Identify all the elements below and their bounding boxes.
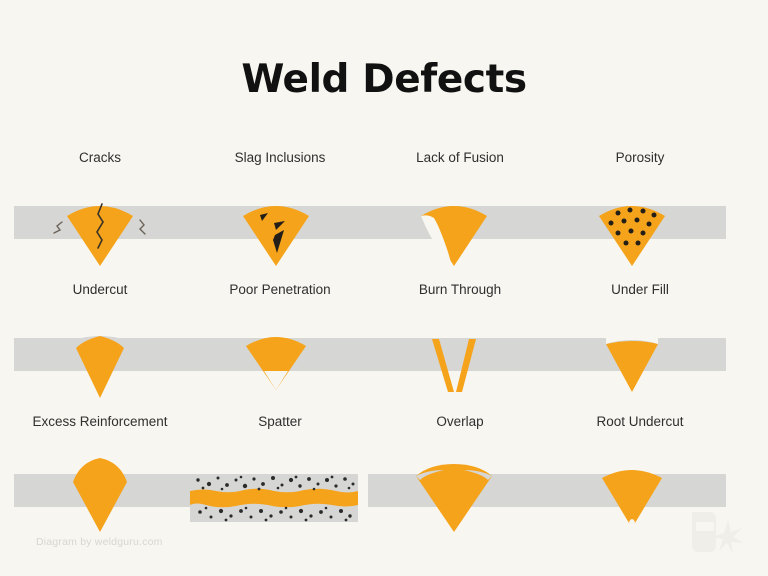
fusion-gap bbox=[421, 215, 452, 266]
defect-cell-burn-through: Burn Through bbox=[368, 280, 550, 412]
defect-illustration-cracks bbox=[10, 180, 194, 275]
porosity-voids bbox=[608, 207, 657, 246]
undercut-notch-right bbox=[100, 336, 128, 348]
defect-illustration-excess-reinforcement bbox=[10, 444, 194, 539]
defects-row: Excess Reinforcement Spatter bbox=[0, 412, 768, 544]
defect-illustration-lack-of-fusion bbox=[368, 180, 550, 275]
defects-grid: Cracks Slag Inclusions bbox=[0, 148, 768, 544]
weld-bead bbox=[421, 206, 487, 266]
defect-illustration-porosity bbox=[546, 180, 730, 275]
spatter-specks bbox=[196, 475, 355, 522]
defect-illustration-overlap bbox=[368, 444, 550, 539]
defect-cell-undercut: Undercut bbox=[10, 280, 194, 412]
defects-row: Undercut Poor Penetration bbox=[0, 280, 768, 412]
weld-bead-excess-crown bbox=[73, 458, 127, 532]
defect-cell-lack-of-fusion: Lack of Fusion bbox=[368, 148, 550, 280]
burn-edge-right bbox=[456, 339, 476, 392]
defect-label: Lack of Fusion bbox=[416, 150, 504, 165]
underfill-depression bbox=[606, 338, 658, 344]
defect-cell-spatter: Spatter bbox=[190, 412, 370, 544]
weld-bead bbox=[602, 470, 662, 528]
defect-illustration-under-fill bbox=[546, 312, 730, 407]
defect-cell-cracks: Cracks bbox=[10, 148, 194, 280]
defect-illustration-undercut bbox=[10, 312, 194, 407]
defect-cell-root-undercut: Root Undercut bbox=[546, 412, 730, 544]
slag-shard-2 bbox=[274, 221, 285, 230]
defect-label: Undercut bbox=[72, 282, 128, 297]
defect-label: Slag Inclusions bbox=[234, 150, 326, 165]
defect-illustration-poor-penetration bbox=[190, 312, 370, 407]
weld-bead bbox=[606, 341, 658, 392]
defect-label: Root Undercut bbox=[596, 414, 684, 429]
burn-edge-left bbox=[432, 339, 454, 392]
spark-starburst bbox=[712, 520, 744, 554]
defect-label: Under Fill bbox=[611, 282, 669, 297]
unpenetrated-root-gap bbox=[264, 371, 288, 390]
helmet-shape bbox=[692, 512, 716, 552]
defect-label: Spatter bbox=[258, 414, 302, 429]
page-title: Weld Defects bbox=[241, 57, 527, 102]
defect-label: Poor Penetration bbox=[229, 282, 331, 297]
crack-line-center bbox=[96, 203, 104, 249]
defect-illustration-spatter bbox=[190, 444, 370, 539]
defect-label: Burn Through bbox=[418, 282, 502, 297]
weld-bead-band bbox=[190, 488, 358, 508]
defect-cell-overlap: Overlap bbox=[368, 412, 550, 544]
undercut-notch-left bbox=[72, 336, 100, 348]
base-plate bbox=[368, 338, 548, 371]
slag-shard-1 bbox=[260, 213, 268, 221]
defect-cell-slag-inclusions: Slag Inclusions bbox=[190, 148, 370, 280]
defects-row: Cracks Slag Inclusions bbox=[0, 148, 768, 280]
crack-line-left bbox=[53, 221, 63, 234]
crack-line-right bbox=[139, 219, 146, 235]
weld-bead bbox=[246, 337, 306, 390]
defect-illustration-root-undercut bbox=[546, 444, 730, 539]
weld-bead bbox=[76, 336, 124, 398]
credit-text: Diagram by weldguru.com bbox=[36, 536, 163, 548]
weld-bead bbox=[599, 206, 665, 266]
root-undercut-notch bbox=[629, 519, 635, 528]
defect-label: Overlap bbox=[436, 414, 484, 429]
slag-shard-3 bbox=[273, 230, 284, 253]
defect-cell-under-fill: Under Fill bbox=[546, 280, 730, 412]
defect-label: Porosity bbox=[615, 150, 665, 165]
defect-label: Excess Reinforcement bbox=[32, 414, 168, 429]
welding-helmet-spark-icon bbox=[684, 506, 746, 558]
defect-illustration-slag-inclusions bbox=[190, 180, 370, 275]
defect-cell-porosity: Porosity bbox=[546, 148, 730, 280]
defect-cell-poor-penetration: Poor Penetration bbox=[190, 280, 370, 412]
defect-cell-excess-reinforcement: Excess Reinforcement bbox=[10, 412, 194, 544]
overlap-lip-right bbox=[464, 470, 492, 480]
defect-label: Cracks bbox=[78, 150, 121, 165]
defect-illustration-burn-through bbox=[368, 312, 550, 407]
helmet-visor bbox=[696, 522, 714, 531]
overlap-lip-left bbox=[416, 470, 444, 480]
weld-bead-overlap bbox=[416, 464, 492, 532]
